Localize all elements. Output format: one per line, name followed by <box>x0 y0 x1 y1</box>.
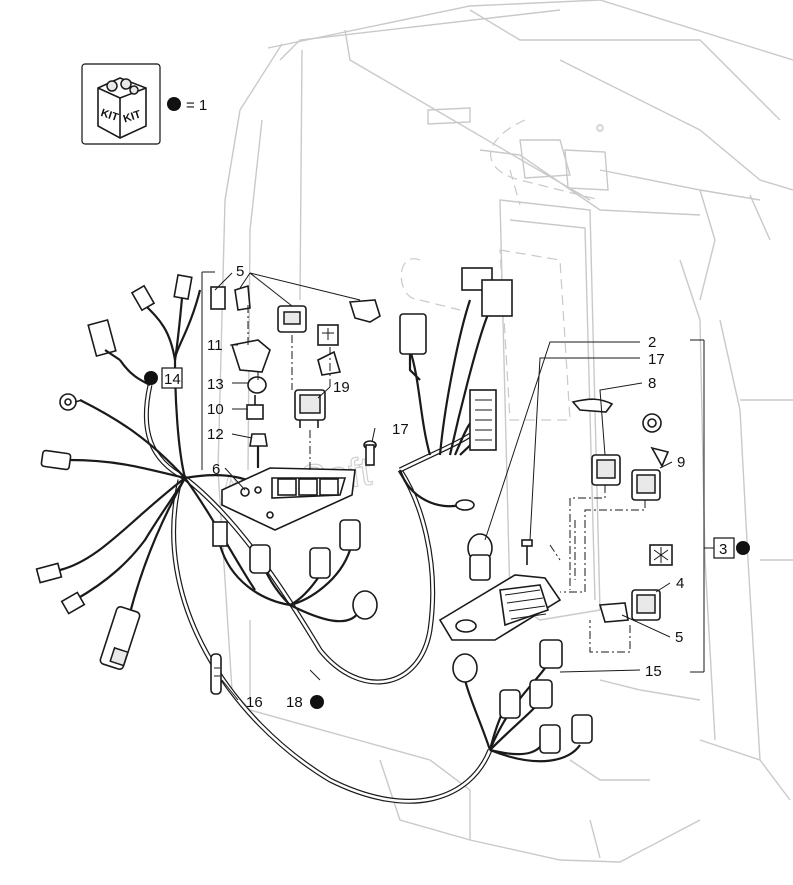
kit-dot-icon <box>167 97 181 111</box>
callout-15: 15 <box>645 663 662 680</box>
callout-13: 13 <box>207 376 224 393</box>
callout-18-dot-icon <box>310 695 324 709</box>
callout-2: 2 <box>648 334 656 351</box>
leader-lines <box>214 272 673 701</box>
left-connectors <box>35 274 251 695</box>
kit-equals-text: = 1 <box>186 97 207 114</box>
left-switch-assembly <box>212 299 381 620</box>
kit-label-left: KIT <box>99 107 120 124</box>
callout-19: 19 <box>333 379 350 396</box>
callout-10: 10 <box>207 401 224 418</box>
callout-5-top: 5 <box>236 263 244 280</box>
callout-8: 8 <box>648 375 656 392</box>
callouts: 5 14 11 13 10 12 6 19 17 2 17 8 9 3 4 5 … <box>144 263 750 711</box>
callout-3: 3 <box>719 541 727 558</box>
callout-18: 18 <box>286 694 303 711</box>
kit-legend: KIT KIT = 1 <box>81 63 207 145</box>
callout-5-right: 5 <box>675 629 683 646</box>
callout-12: 12 <box>207 426 224 443</box>
callout-11: 11 <box>207 337 223 354</box>
callout-17-left: 17 <box>392 421 409 438</box>
callout-16: 16 <box>246 694 263 711</box>
cab-outline <box>217 0 793 863</box>
callout-17-right: 17 <box>648 351 665 368</box>
callout-3-dot-icon <box>736 541 750 555</box>
callout-14: 14 <box>164 371 181 388</box>
callout-14-dot-icon <box>144 371 158 385</box>
right-switch-assembly <box>438 398 673 754</box>
ecu-connectors <box>399 267 533 581</box>
callout-6: 6 <box>212 461 220 478</box>
callout-4: 4 <box>676 575 684 592</box>
group-brackets <box>201 271 715 673</box>
callout-9: 9 <box>677 454 685 471</box>
kit-label-right: KIT <box>122 108 143 125</box>
